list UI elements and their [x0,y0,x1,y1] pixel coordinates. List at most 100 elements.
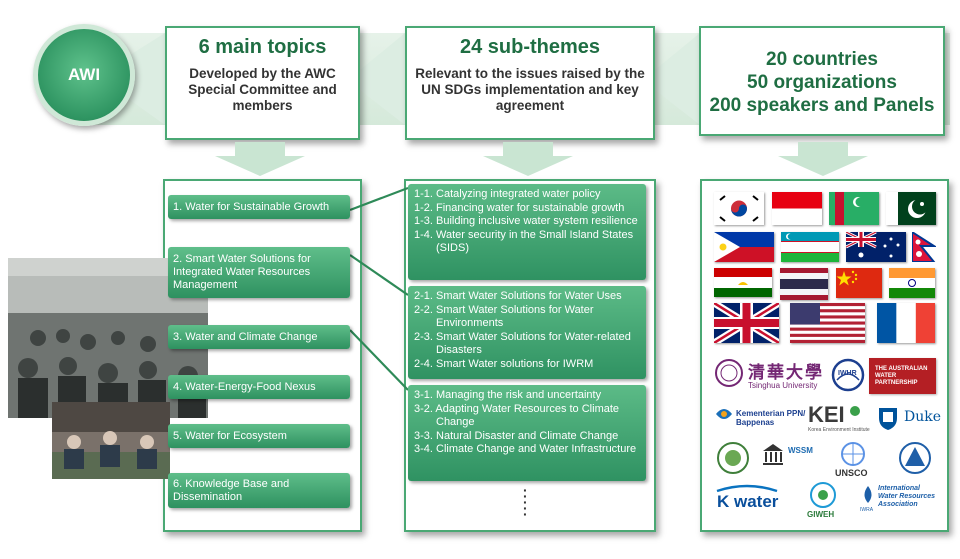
flag-south-korea-icon [714,192,764,225]
topic-3-label: 3. Water and Climate Change [173,330,318,343]
unsco-text: UNSCO [835,468,868,478]
topic-1[interactable]: 1. Water for Sustainable Growth [168,195,350,219]
duke-text: Duke [904,409,942,425]
down-arrow-icon [483,142,573,176]
awi-label: AWI [67,65,101,84]
subtheme-2-1[interactable]: 2-1. Smart Water Solutions for Water Use… [414,290,622,302]
triangle-logo [898,441,932,475]
band-connectors [130,33,700,125]
unesco-wssm-logo: WSSM [762,443,820,471]
iwra-drop-icon [864,486,872,503]
subtheme-2-2[interactable]: 2-2. Smart Water Solutions for Water Env… [414,303,594,330]
down-arrow-icon [215,142,305,176]
subtheme-3-1[interactable]: 3-1. Managing the risk and uncertainty [414,389,602,401]
tsinghua-en-text: Tsinghua University [748,381,818,390]
giweh-text: GIWEH [807,510,835,519]
subtheme-1-2[interactable]: 1-2. Financing water for sustainable gro… [414,201,625,214]
topic-5-label: 5. Water for Ecosystem [173,429,287,442]
un-emblem-icon [841,442,865,466]
kei-logo: KEI Korea Environment Institute [808,402,870,436]
subthemes-title: 24 sub-themes [459,36,601,58]
down-arrow-icon [778,142,868,176]
kei-text: KEI [808,402,845,427]
iwhr-text: IWHR [838,370,857,377]
topics-title: 6 main topics [198,36,327,58]
topic-4[interactable]: 4. Water-Energy-Food Nexus [168,375,350,399]
kwater-wave-icon [716,484,778,493]
flag-pakistan-icon [886,192,936,225]
bappenas-emblem-icon [716,409,732,419]
flag-nepal-icon [912,232,936,262]
unsco-logo: UNSCO [833,440,873,480]
stat-countries: 20 countries [766,49,878,70]
awi-logo: AWI [33,24,135,126]
more-ellipsis-icon: ····· [523,482,528,522]
subtheme-3-2[interactable]: 3-2. Adapting Water Resources to Climate… [414,402,620,429]
topic-5[interactable]: 5. Water for Ecosystem [168,424,350,448]
flag-india-icon [889,268,935,298]
iwra-text: International Water Resources Associatio… [878,485,936,508]
subtheme-group-1: 1-1. Catalyzing integrated water policy … [408,184,646,280]
duke-logo: Duke [877,404,941,434]
kei-sub-text: Korea Environment Institute [808,427,870,433]
subtheme-group-2: 2-1. Smart Water Solutions for Water Use… [408,286,646,379]
giweh-emblem-icon [810,482,836,508]
subthemes-subtitle: Relevant to the issues raised by the UN … [415,66,645,113]
subtheme-1-1[interactable]: 1-1. Catalyzing integrated water policy [414,188,601,200]
conference-photo-panel [52,402,170,479]
topics-header: 6 main topics Developed by the AWC Speci… [165,26,360,140]
awp-logo: THE AUSTRALIAN WATER PARTNERSHIP [869,358,936,394]
tsinghua-seal-icon [715,359,743,387]
iwra-logo: International Water Resources Associatio… [860,483,940,517]
topic-2[interactable]: 2. Smart Water Solutions for Integrated … [168,247,350,298]
flag-china-icon [836,268,882,298]
flag-thailand-icon [780,268,828,300]
green-seal-logo [716,441,750,475]
kwater-logo: K water [715,483,780,515]
stat-organizations: 50 organizations [747,72,897,93]
topic-6-label: 6. Knowledge Base and Dissemination [173,477,290,503]
kwater-text: K water [717,492,779,511]
flag-united-kingdom-icon [714,303,779,343]
subtheme-1-3[interactable]: 1-3. Building inclusive water system res… [414,215,638,228]
tsinghua-logo: 清華大學 Tsinghua University [714,358,829,396]
bappenas-logo: Kementerian PPN/ Bappenas [714,402,806,436]
topic-4-label: 4. Water-Energy-Food Nexus [173,380,316,393]
iwhr-logo: IWHR [831,358,865,392]
seal-icon [717,442,749,474]
topic-2-label: 2. Smart Water Solutions for Integrated … [173,253,311,291]
flag-united-states-icon [790,303,865,343]
flag-turkmenistan-icon [829,192,879,225]
tsinghua-cn-text: 清華大學 [748,363,824,383]
subtheme-3-3[interactable]: 3-3. Natural Disaster and Climate Change [414,429,619,442]
topic-3[interactable]: 3. Water and Climate Change [168,325,350,349]
topic-connector-lines [349,186,409,391]
awp-text: THE AUSTRALIAN WATER PARTNERSHIP [875,366,928,386]
subtheme-group-3: 3-1. Managing the risk and uncertainty 3… [408,385,646,481]
flag-australia-icon [846,232,906,262]
bappenas-text: Kementerian PPN/ Bappenas [736,409,806,427]
duke-shield-icon [879,408,897,430]
subthemes-header: 24 sub-themes Relevant to the issues rai… [405,26,655,140]
flag-philippines-icon [714,232,774,262]
subtheme-1-4[interactable]: 1-4. Water security in the Small Island … [414,228,634,255]
unesco-temple-icon [763,444,783,465]
flag-uzbekistan-icon [781,232,839,262]
giweh-logo: GIWEH [803,481,843,521]
topics-subtitle: Developed by the AWC Special Committee a… [188,66,337,113]
iwhr-emblem-icon [831,358,865,392]
triangle-emblem-icon [899,442,931,474]
participants-header: 20 countries 50 organizations 200 speake… [699,26,945,136]
flag-tajikistan-icon [714,268,772,297]
wssm-text: WSSM [788,446,813,455]
subtheme-2-3[interactable]: 2-3. Smart Water Solutions for Water-rel… [414,330,631,357]
iwra-abbr-text: IWRA [860,507,874,513]
flag-indonesia-icon [772,192,822,225]
stat-speakers: 200 speakers and Panels [709,95,935,116]
topic-6[interactable]: 6. Knowledge Base and Dissemination [168,473,350,508]
subtheme-3-4[interactable]: 3-4. Climate Change and Water Infrastruc… [414,443,637,456]
topic-1-label: 1. Water for Sustainable Growth [173,200,330,213]
flag-france-icon [877,303,935,343]
kei-leaf-icon [850,406,860,416]
subtheme-2-4[interactable]: 2-4. Smart Water solutions for IWRM [414,357,594,370]
